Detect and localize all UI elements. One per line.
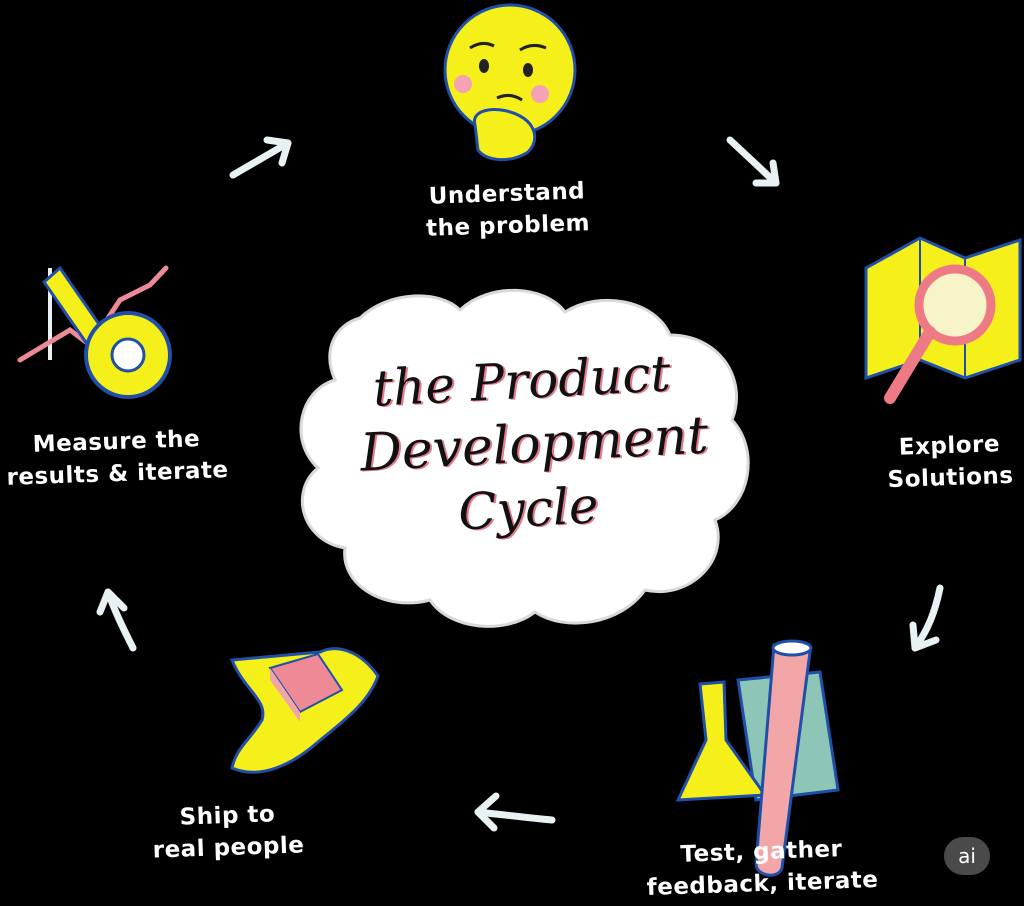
hand-box-icon bbox=[229, 647, 380, 774]
center-cloud bbox=[299, 288, 750, 628]
step-label-ship: Ship to real people bbox=[127, 797, 329, 868]
cycle-arrow-4 bbox=[474, 792, 556, 832]
lab-flask-icon bbox=[675, 639, 840, 877]
cycle-arrow-1 bbox=[229, 136, 292, 179]
cycle-arrow-2 bbox=[726, 136, 780, 187]
cycle-arrow-5 bbox=[96, 588, 137, 652]
step-label-test: Test, gather feedback, iterate bbox=[635, 832, 889, 905]
step-label-understand: Understand the problem bbox=[399, 174, 616, 245]
tape-measure-chart-icon bbox=[17, 265, 172, 399]
map-magnifier-icon bbox=[864, 236, 1022, 404]
cycle-arrow-3 bbox=[909, 584, 944, 652]
thinking-face-icon bbox=[443, 3, 577, 162]
diagram-title: the Product Development Cycle bbox=[355, 341, 710, 548]
step-label-line-2: Solutions bbox=[887, 462, 1014, 494]
step-label-line-1: Explore bbox=[898, 431, 1001, 461]
ai-badge: ai bbox=[944, 837, 990, 875]
step-label-measure: Measure the results & iterate bbox=[1, 422, 233, 494]
step-label-explore: Explore Solutions bbox=[877, 428, 1023, 497]
